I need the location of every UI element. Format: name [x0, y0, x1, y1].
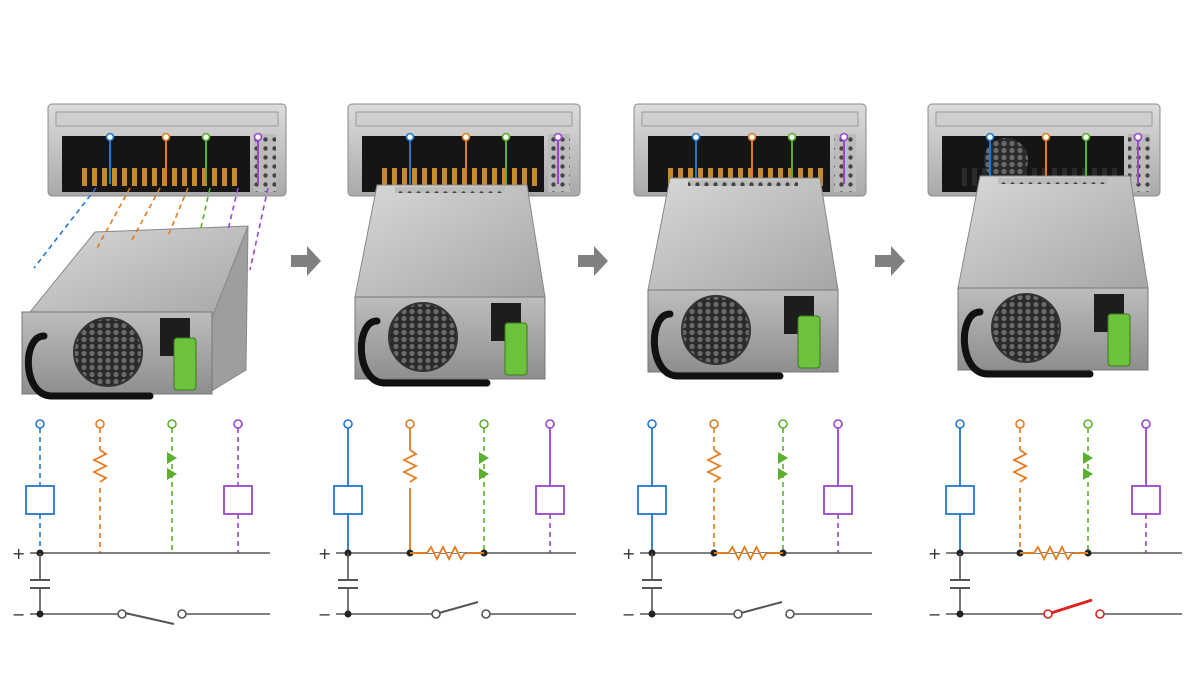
chassis-backplane	[47, 103, 287, 197]
schematic: +−	[928, 419, 1182, 624]
fan-grille-icon	[984, 138, 1028, 182]
switch-symbol	[740, 601, 783, 614]
plus-label: +	[622, 544, 635, 563]
fan-grille-icon	[388, 302, 458, 372]
step-arrow-1	[291, 246, 321, 276]
psu-module	[21, 225, 249, 400]
chassis-backplane	[347, 103, 581, 197]
diode-symbol	[167, 452, 177, 464]
load-box	[223, 485, 253, 515]
load-box	[1131, 485, 1161, 515]
resistor-symbol	[727, 544, 768, 562]
right-arrow-icon	[578, 246, 608, 276]
step-arrow-2	[578, 246, 608, 276]
release-latch-icon	[173, 337, 197, 391]
load-box	[25, 485, 55, 515]
plus-label: +	[928, 544, 941, 563]
alignment-guide	[95, 187, 131, 251]
handle-icon	[960, 308, 1094, 378]
switch-symbol	[438, 601, 479, 614]
fan-grille-icon	[681, 295, 751, 365]
psu-module	[354, 184, 546, 387]
load-box	[945, 485, 975, 515]
schematic: +−	[622, 419, 872, 624]
right-arrow-icon	[291, 246, 321, 276]
minus-label: −	[318, 605, 331, 624]
minus-label: −	[928, 605, 941, 624]
alignment-guide	[33, 187, 97, 269]
alignment-guide	[249, 187, 269, 271]
minus-label: −	[12, 605, 25, 624]
stage-panel-3: +−	[622, 103, 872, 624]
load-box	[333, 485, 363, 515]
fan-grille-icon	[991, 293, 1061, 363]
minus-label: −	[622, 605, 635, 624]
stage-panel-4: +−	[927, 103, 1182, 624]
resistor-symbol	[1011, 449, 1029, 483]
resistor-symbol	[91, 449, 109, 483]
handle-icon	[357, 317, 491, 387]
handle-icon	[24, 332, 154, 400]
resistor-symbol	[1033, 544, 1073, 562]
diode-symbol	[1083, 452, 1093, 464]
diode-symbol	[778, 468, 788, 480]
load-box	[637, 485, 667, 515]
right-arrow-icon	[875, 246, 905, 276]
diode-symbol	[479, 452, 489, 464]
switch-symbol	[124, 612, 175, 625]
diode-symbol	[479, 468, 489, 480]
fan-grille-icon	[73, 317, 143, 387]
load-box	[823, 485, 853, 515]
load-box	[535, 485, 565, 515]
stage-panel-1: +−	[12, 103, 287, 625]
stage-panel-2: +−	[318, 103, 581, 624]
schematic: +−	[318, 419, 576, 624]
diode-symbol	[1083, 468, 1093, 480]
schematic: +−	[12, 419, 270, 625]
alignment-guide	[227, 187, 239, 231]
diode-symbol	[778, 452, 788, 464]
psu-module	[647, 177, 839, 380]
alignment-guide	[131, 187, 161, 241]
release-latch-icon	[1107, 313, 1131, 367]
resistor-symbol	[401, 449, 419, 483]
handle-icon	[650, 310, 784, 380]
plus-label: +	[318, 544, 331, 563]
resistor-symbol	[705, 449, 723, 483]
release-latch-icon	[504, 322, 528, 376]
alignment-guide	[199, 187, 211, 233]
switch-symbol	[1050, 598, 1093, 615]
step-arrow-3	[875, 246, 905, 276]
diode-symbol	[167, 468, 177, 480]
resistor-symbol	[426, 544, 466, 562]
psu-module	[957, 175, 1149, 378]
release-latch-icon	[797, 315, 821, 369]
plus-label: +	[12, 544, 25, 563]
